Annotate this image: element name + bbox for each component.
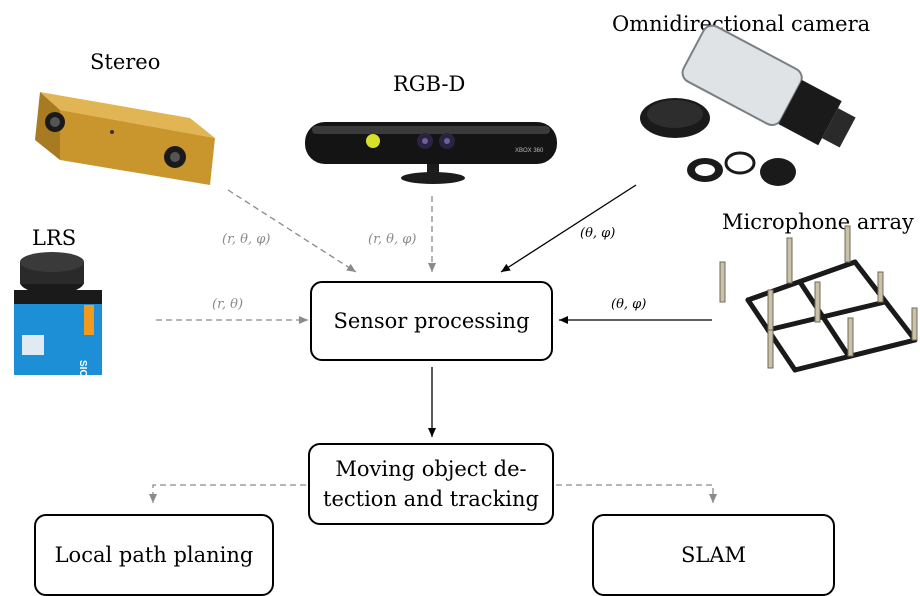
stereo-edge-label: (r, θ, φ)	[222, 232, 270, 247]
microphone-pins	[719, 225, 918, 369]
lrs-sensor-image: SICK	[14, 252, 102, 385]
lrs-label: LRS	[32, 226, 77, 250]
omnidirectional-camera-image	[640, 24, 856, 186]
local-path-planing-label: Local path planing	[54, 543, 254, 567]
stereo-camera-image	[35, 92, 215, 185]
lrs-edge-label: (r, θ)	[212, 297, 243, 312]
rgbd-edge-label: (r, θ, φ)	[368, 232, 416, 247]
slam-box: SLAM	[592, 514, 835, 596]
omni-to-processing-arrow	[500, 184, 637, 273]
slam-label: SLAM	[681, 543, 746, 567]
lrs-brand-text: SICK	[77, 360, 88, 385]
stereo-label: Stereo	[90, 50, 161, 74]
omni-edge-label: (θ, φ)	[580, 226, 615, 241]
stereo-to-processing-arrow	[227, 189, 357, 273]
microphone-array-label: Microphone array	[722, 210, 914, 234]
microphone-array-image	[745, 259, 918, 373]
tracking-label-line1: Moving object de-	[335, 457, 527, 481]
sensor-processing-box: Sensor processing	[310, 281, 553, 361]
local-path-planing-box: Local path planing	[34, 514, 274, 596]
tracking-label-line2: tection and tracking	[323, 487, 539, 511]
kinect-brand-text: XBOX 360	[515, 148, 544, 154]
rgbd-sensor-image: XBOX 360	[305, 122, 557, 184]
tracking-to-slam-arrow	[556, 484, 717, 503]
rgbd-label: RGB-D	[393, 72, 466, 96]
mic-edge-label: (θ, φ)	[611, 297, 646, 312]
omnidirectional-camera-label: Omnidirectional camera	[612, 12, 871, 36]
moving-object-tracking-box: Moving object de- tection and tracking	[308, 443, 554, 525]
sensor-processing-label: Sensor processing	[333, 309, 530, 333]
tracking-to-local-path-arrow	[149, 484, 306, 503]
